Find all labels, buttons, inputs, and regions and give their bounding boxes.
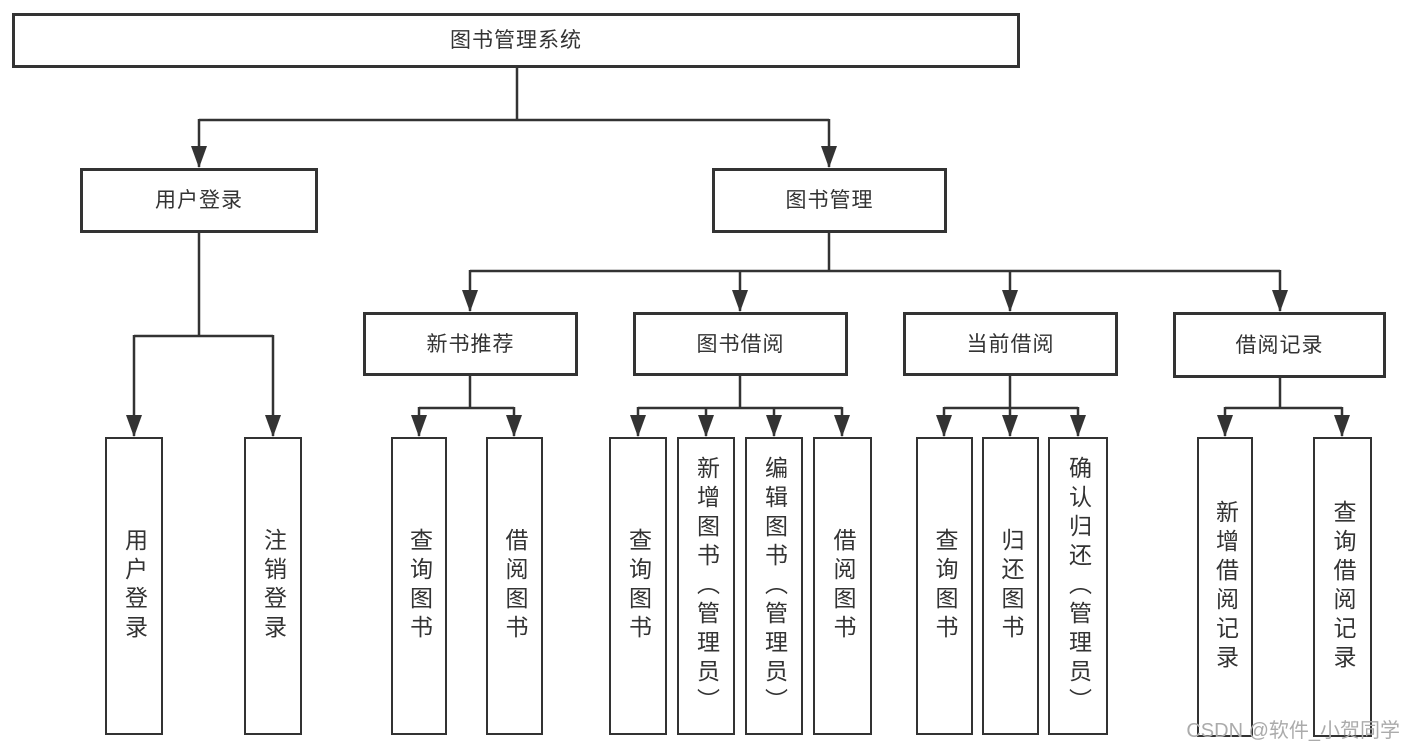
leaf-return-book: 归还图书 [982,437,1039,735]
csdn-watermark: CSDN @软件_小贺同学 [1186,720,1400,742]
leaf-add-borrow-record-label: 新增借阅记录 [1212,500,1239,674]
node-current-borrow-label: 当前借阅 [966,332,1055,356]
leaf-user-login-label: 用户登录 [121,528,148,644]
leaf-edit-book-admin-label: 编辑图书（管理员） [761,455,788,717]
node-new-book-rec: 新书推荐 [363,312,578,376]
leaf-borrow-borrow-books: 借阅图书 [813,437,872,735]
leaf-logout: 注销登录 [244,437,302,735]
node-book-borrow-label: 图书借阅 [696,332,785,356]
node-book-mgmt-label: 图书管理 [785,189,874,212]
leaf-add-borrow-record: 新增借阅记录 [1197,437,1253,737]
node-book-mgmt: 图书管理 [712,168,947,233]
leaf-query-borrow-record-label: 查询借阅记录 [1330,500,1356,674]
node-root-label: 图书管理系统 [450,29,582,52]
leaf-logout-label: 注销登录 [260,528,287,644]
node-book-borrow: 图书借阅 [633,312,848,376]
node-borrow-records-label: 借阅记录 [1235,333,1324,357]
node-current-borrow: 当前借阅 [903,312,1118,376]
leaf-current-query-books: 查询图书 [916,437,973,735]
leaf-borrow-query-books-label: 查询图书 [625,528,652,644]
leaf-confirm-return-admin: 确认归还（管理员） [1048,437,1108,735]
leaf-user-login: 用户登录 [105,437,163,735]
leaf-borrow-query-books: 查询图书 [609,437,667,735]
leaf-edit-book-admin: 编辑图书（管理员） [745,437,803,735]
leaf-borrow-borrow-books-label: 借阅图书 [830,528,856,644]
leaf-add-book-admin: 新增图书（管理员） [677,437,735,735]
node-root-system: 图书管理系统 [12,13,1020,68]
leaf-newbook-borrow-books-label: 借阅图书 [502,528,528,644]
node-user-login-label: 用户登录 [155,189,243,212]
leaf-newbook-borrow-books: 借阅图书 [486,437,543,735]
leaf-return-book-label: 归还图书 [998,528,1024,644]
node-borrow-records: 借阅记录 [1173,312,1386,378]
node-user-login: 用户登录 [80,168,318,233]
leaf-add-book-admin-label: 新增图书（管理员） [693,455,720,717]
leaf-newbook-query-books: 查询图书 [391,437,447,735]
leaf-current-query-books-label: 查询图书 [932,528,958,644]
leaf-newbook-query-books-label: 查询图书 [406,528,433,644]
leaf-query-borrow-record: 查询借阅记录 [1313,437,1372,737]
leaf-confirm-return-admin-label: 确认归还（管理员） [1065,455,1092,717]
node-new-book-rec-label: 新书推荐 [426,332,515,356]
